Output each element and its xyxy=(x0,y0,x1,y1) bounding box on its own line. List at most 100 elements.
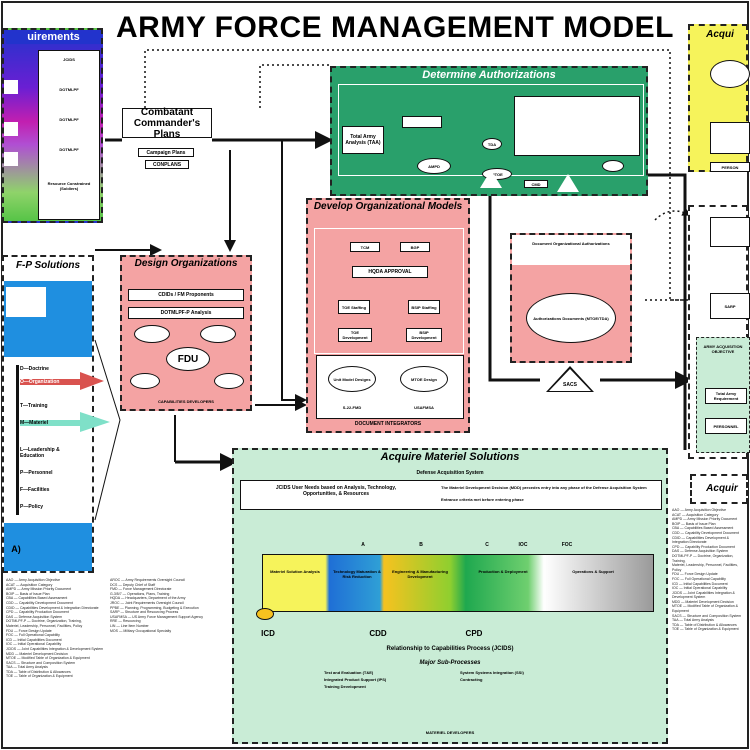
design-org-title: Design Organizations xyxy=(134,258,238,269)
acquire-right-box xyxy=(710,122,750,154)
req-item-1: JCIDS xyxy=(63,57,75,62)
develop-org-inner xyxy=(314,228,464,354)
cmd-box: CMD xyxy=(524,180,548,188)
doc-org-auth-title: Document Organizational Authorizations xyxy=(532,241,610,246)
toe-development-box: TOE Development xyxy=(338,328,372,342)
person-box: PERSON xyxy=(710,162,750,172)
auth-triangle-2 xyxy=(557,174,579,192)
document-integrators-label: DOCUMENT INTEGRATORS xyxy=(354,421,422,427)
acquire-right-top-panel: Acqui PERSON xyxy=(688,24,750,172)
bsip-staffing-box: BSIP Staffing xyxy=(408,300,440,314)
cdd-label: CDD xyxy=(369,629,387,638)
legend-left: AAO — Army Acquisition Objective ACAT — … xyxy=(6,578,104,679)
dotmlpf-item-m: M—Materiel xyxy=(20,420,90,426)
milestone-b: B xyxy=(419,542,423,548)
subprocess-4: System Systems Integration (SSI) xyxy=(460,670,524,675)
tda-oval: TDA xyxy=(482,138,502,150)
design-oval-1 xyxy=(134,325,170,343)
determine-authorizations-panel: Determine Authorizations Total Army Anal… xyxy=(330,66,648,196)
conplans-box: CONPLANS xyxy=(145,160,189,169)
requirements-title: uirements xyxy=(6,31,101,44)
phase-4: Production & Deployment xyxy=(478,569,528,574)
icd-label: ICD xyxy=(261,629,275,638)
total-army-req-box: Total Army Requirement xyxy=(705,388,747,404)
jcids-needs-label: JCIDS User Needs based on Analysis, Tech… xyxy=(275,485,397,497)
subprocess-3: Training Development xyxy=(324,684,366,689)
acquire-right-bottom-title: Acquir xyxy=(706,483,738,494)
dotmlpf-item-l: L—Leadership & Education xyxy=(20,447,60,459)
bsip-development-box: BSIP Development xyxy=(406,328,442,342)
dotmlpf-panel: F-P Solutions A) D—Doctrine O—Organizati… xyxy=(2,255,94,573)
sacs-label: SACS xyxy=(563,382,577,388)
phase-1: Materiel Solution Analysis xyxy=(270,569,320,574)
toe-staffing-box: TOE Staffing xyxy=(338,300,370,314)
dotmlpf-item-o: O—Organization xyxy=(20,379,90,385)
bgp-box: BGP xyxy=(400,242,430,252)
fmd-label: S-22-FMD xyxy=(342,405,362,410)
req-marker-2 xyxy=(4,122,18,136)
design-oval-4 xyxy=(214,373,244,389)
campaign-plans-box: Campaign Plans xyxy=(138,148,194,157)
fdu-oval: FDU xyxy=(166,347,210,371)
subprocess-2: Integrated Product Support (IPS) xyxy=(324,677,387,682)
dotmlpf-item-t: T—Training xyxy=(20,403,48,409)
das-label: Defense Acquisition System xyxy=(416,470,484,476)
mdd-marker xyxy=(256,608,274,620)
arrow-to-develop xyxy=(281,140,307,406)
jcids-relationship-label: Relationship to Capabilities Process (JC… xyxy=(386,646,514,652)
req-item-2: DOTMLPF xyxy=(59,87,79,92)
fan-lines xyxy=(94,339,121,521)
ampd-oval: AMPD xyxy=(417,158,451,174)
major-subprocesses-title: Major Sub-Processes xyxy=(419,660,481,666)
subprocess-1: Test and Evaluation (T&E) xyxy=(324,670,374,675)
acquire-right-bottom-panel: Acquir xyxy=(690,474,748,504)
sarp-box: SARP xyxy=(710,293,750,319)
authorizations-doc-oval: Authorizations Documents (MTOE/TDA) xyxy=(526,293,616,343)
dotmlpf-title: F-P Solutions xyxy=(15,260,81,271)
req-item-3: DOTMLPF xyxy=(59,117,79,122)
dotmlpf-bracket xyxy=(16,365,19,515)
aao-label: ARMY ACQUISITION OBJECTIVE xyxy=(703,344,743,354)
acquire-right-oval xyxy=(710,60,750,88)
requirements-panel: uirements JCIDS DOTMLPF DOTMLPF DOTMLPF … xyxy=(2,28,103,223)
phase-3: Engineering & Manufacturing Development xyxy=(392,569,448,579)
auth-triangle-1 xyxy=(480,170,502,188)
req-marker-3 xyxy=(4,152,18,166)
hqda-approval-box: HQDA APPROVAL xyxy=(352,266,428,278)
acquire-materiel-panel: Acquire Materiel Solutions Defense Acqui… xyxy=(232,448,668,744)
phase-5: Operations & Support xyxy=(572,569,614,574)
tcm-box: TCM xyxy=(350,242,380,252)
req-item-4: DOTMLPF xyxy=(59,147,79,152)
acquire-right-green: ARMY ACQUISITION OBJECTIVE Total Army Re… xyxy=(696,337,750,453)
cpd-label: CPD xyxy=(465,629,483,638)
capabilities-developers-label: CAPABILITIES DEVELOPERS xyxy=(158,399,214,404)
taa-box: Total Army Analysis (TAA) xyxy=(342,126,384,154)
dotmlpf-item-d: D—Doctrine xyxy=(20,366,49,372)
milestone-foc: FOC xyxy=(561,542,573,548)
auth-table xyxy=(514,96,640,156)
dotmlpf-blue-bottom xyxy=(4,523,92,571)
doc-org-auth-header xyxy=(512,235,630,265)
page-title: ARMY FORCE MANAGEMENT MODEL xyxy=(116,11,674,44)
develop-org-panel: Develop Organizational Models TCM BGP HQ… xyxy=(306,198,470,433)
mtoe-design-oval: MTOE Design xyxy=(400,366,448,392)
design-org-panel: Design Organizations CDIDs / FM Proponen… xyxy=(120,255,252,411)
dotmlpf-item-policy: P—Policy xyxy=(20,504,44,510)
subprocess-5: Contracting xyxy=(460,677,483,682)
organization-arrow xyxy=(80,372,104,390)
milestone-a: A xyxy=(361,542,365,548)
acquire-right-title: Acqui xyxy=(706,29,734,40)
auth-small-box xyxy=(402,116,442,128)
acquire-bullet-1: The Materiel Development Decision (MDD) … xyxy=(441,485,647,490)
arrow-auth-to-sacs xyxy=(488,195,540,382)
auth-right-oval xyxy=(602,160,624,172)
materiel-developers-label: MATERIEL DEVELOPERS xyxy=(425,730,475,735)
unit-model-oval: Unit Model Designs xyxy=(328,366,376,392)
requirements-list: JCIDS DOTMLPF DOTMLPF DOTMLPF Resource C… xyxy=(38,50,100,220)
req-item-5: Resource Constrained (Soldiers) xyxy=(47,181,91,191)
cdids-box: CDIDs / FM Proponents xyxy=(128,289,244,301)
develop-org-title: Develop Organizational Models xyxy=(313,201,463,212)
combatant-plans-box: Combatant Commander's Plans xyxy=(122,107,212,140)
materiel-arrow xyxy=(80,412,110,432)
